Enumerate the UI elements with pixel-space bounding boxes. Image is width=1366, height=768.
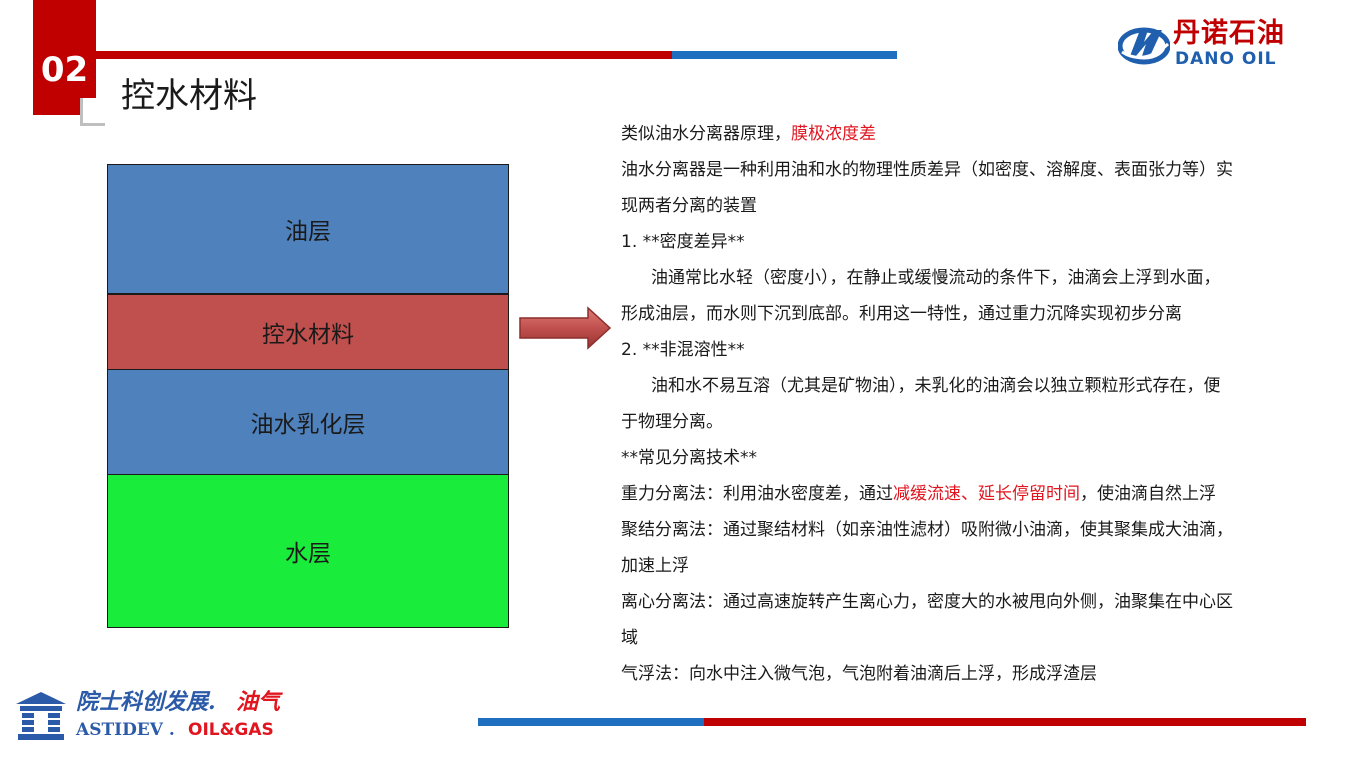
item2-title: 2. **非混溶性** [621,340,745,360]
layer-emulsion: 油水乳化层 [107,369,509,475]
brand-name-cn: 丹诺石油 [1173,18,1285,49]
title-corner-decoration [80,98,105,126]
explanation-text: 类似油水分离器原理，膜极浓度差 油水分离器是一种利用油和水的物理性质差异（如密度… [621,116,1343,692]
intro-highlight: 膜极浓度差 [791,124,876,144]
footer-brand-cn-accent: 油气 [236,689,281,715]
layer-oil-label: 油层 [285,219,331,245]
definition-line-1: 油水分离器是一种利用油和水的物理性质差异（如密度、溶解度、表面张力等）实 [621,160,1233,180]
coalescing-line-2: 加速上浮 [621,556,689,576]
footer-brand-en-accent: OIL&GAS [188,720,274,740]
astidev-logo: 院士科创发展. 油气 ASTIDEV . OIL&GAS [14,686,304,746]
item2-text-1: 油和水不易互溶（尤其是矿物油），未乳化的油滴会以独立颗粒形式存在，便 [651,376,1221,396]
centrifugal-line-1: 离心分离法：通过高速旋转产生离心力，密度大的水被甩向外侧，油聚集在中心区 [621,592,1233,612]
item1-title: 1. **密度差异** [621,232,745,252]
layer-water-label: 水层 [285,541,331,567]
item1-text-2: 形成油层，而水则下沉到底部。利用这一特性，通过重力沉降实现初步分离 [621,304,1182,324]
coalescing-line-1: 聚结分离法：通过聚结材料（如亲油性滤材）吸附微小油滴，使其聚集成大油滴， [621,520,1233,540]
page-title: 控水材料 [121,76,257,116]
top-accent-bar [96,51,897,59]
brand-name-en: DANO OIL [1175,49,1277,69]
bottom-accent-bar [478,718,1306,726]
gravity-suffix: ，使油滴自然上浮 [1080,484,1216,504]
footer-brand-cn: 院士科创发展. [76,689,216,715]
section-number-tab: 02 [33,0,96,115]
right-arrow-icon [519,306,612,350]
section-number: 02 [40,50,89,90]
flotation-line: 气浮法：向水中注入微气泡，气泡附着油滴后上浮，形成浮渣层 [621,664,1097,684]
dano-oil-logo-icon [1118,27,1170,65]
item2-text-2: 于物理分离。 [621,412,723,432]
layer-emulsion-label: 油水乳化层 [250,412,366,438]
gravity-line: 重力分离法：利用油水密度差，通过减缓流速、延长停留时间，使油滴自然上浮 [621,476,1343,512]
definition-line-2: 现两者分离的装置 [621,196,757,216]
centrifugal-line-2: 域 [621,628,638,648]
footer-brand-en: ASTIDEV . [76,720,175,740]
layer-water-control-label: 控水材料 [262,322,354,348]
gravity-highlight: 减缓流速、延长停留时间 [893,484,1080,504]
techniques-title: **常见分离技术** [621,448,757,468]
layer-water-control-material: 控水材料 [107,294,509,370]
astidev-building-logo-icon [16,692,66,740]
gravity-text: 重力分离法：利用油水密度差，通过 [621,484,893,504]
item1-text-1: 油通常比水轻（密度小），在静止或缓慢流动的条件下，油滴会上浮到水面， [651,268,1221,288]
layer-water: 水层 [107,474,509,628]
dano-oil-logo: 丹诺石油 DANO OIL [1118,18,1318,70]
layer-oil: 油层 [107,164,509,294]
intro-text: 类似油水分离器原理， [621,124,791,144]
intro-line: 类似油水分离器原理，膜极浓度差 [621,116,1343,152]
